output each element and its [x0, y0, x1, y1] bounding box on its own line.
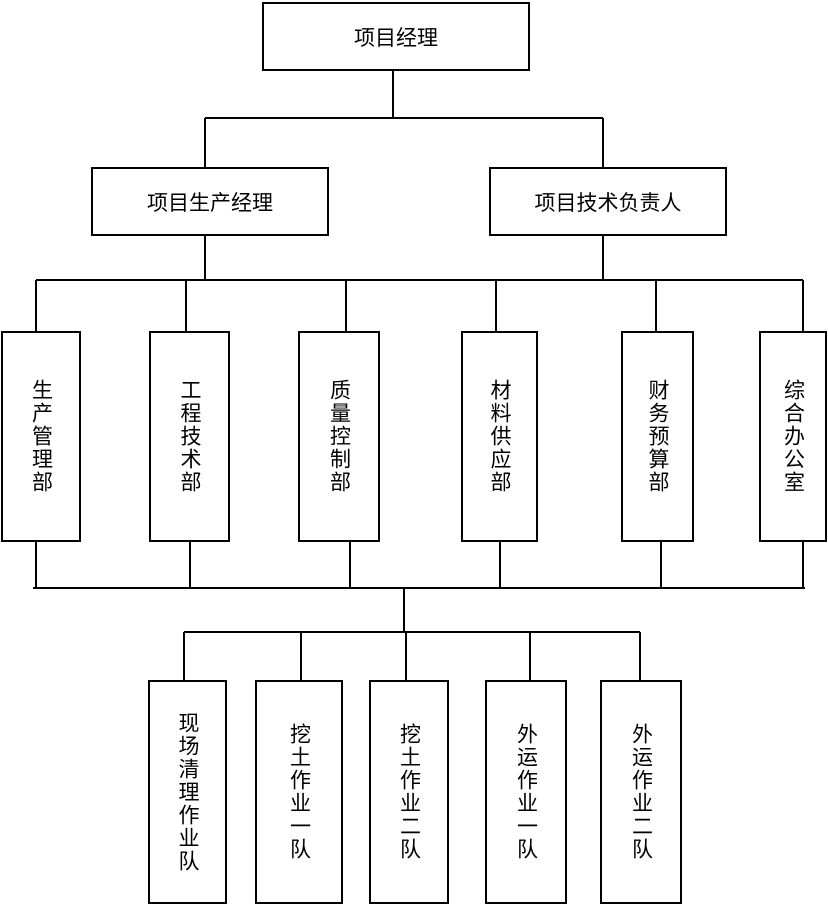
node-team: 外运作业二队	[600, 680, 682, 904]
node-team: 外运作业一队	[485, 680, 567, 904]
node-department: 财务预算部	[621, 331, 694, 542]
node-label: 挖土作业二队	[397, 723, 422, 861]
node-label: 质量控制部	[327, 379, 352, 494]
node-label: 项目技术负责人	[534, 190, 682, 215]
node-technical-lead: 项目技术负责人	[489, 167, 727, 236]
node-label: 生产管理部	[29, 379, 54, 494]
node-project-manager: 项目经理	[262, 2, 530, 71]
node-label: 外运作业二队	[629, 723, 654, 861]
node-team: 现场清理作业队	[148, 680, 227, 904]
node-department: 材料供应部	[461, 331, 538, 542]
node-department: 综合办公室	[759, 331, 827, 542]
node-department: 生产管理部	[1, 331, 81, 542]
node-team: 挖土作业一队	[255, 680, 343, 904]
node-production-manager: 项目生产经理	[91, 167, 329, 236]
node-department: 质量控制部	[298, 331, 380, 542]
node-department: 工程技术部	[149, 331, 230, 542]
node-label: 外运作业一队	[514, 723, 539, 861]
node-label: 综合办公室	[781, 379, 806, 494]
node-team: 挖土作业二队	[369, 680, 449, 904]
node-label: 现场清理作业队	[176, 711, 200, 873]
node-label: 项目经理	[354, 25, 438, 50]
node-label: 项目生产经理	[147, 190, 273, 215]
node-label: 财务预算部	[646, 379, 670, 494]
node-label: 工程技术部	[178, 379, 202, 494]
node-label: 挖土作业一队	[287, 723, 312, 861]
node-label: 材料供应部	[488, 379, 512, 494]
